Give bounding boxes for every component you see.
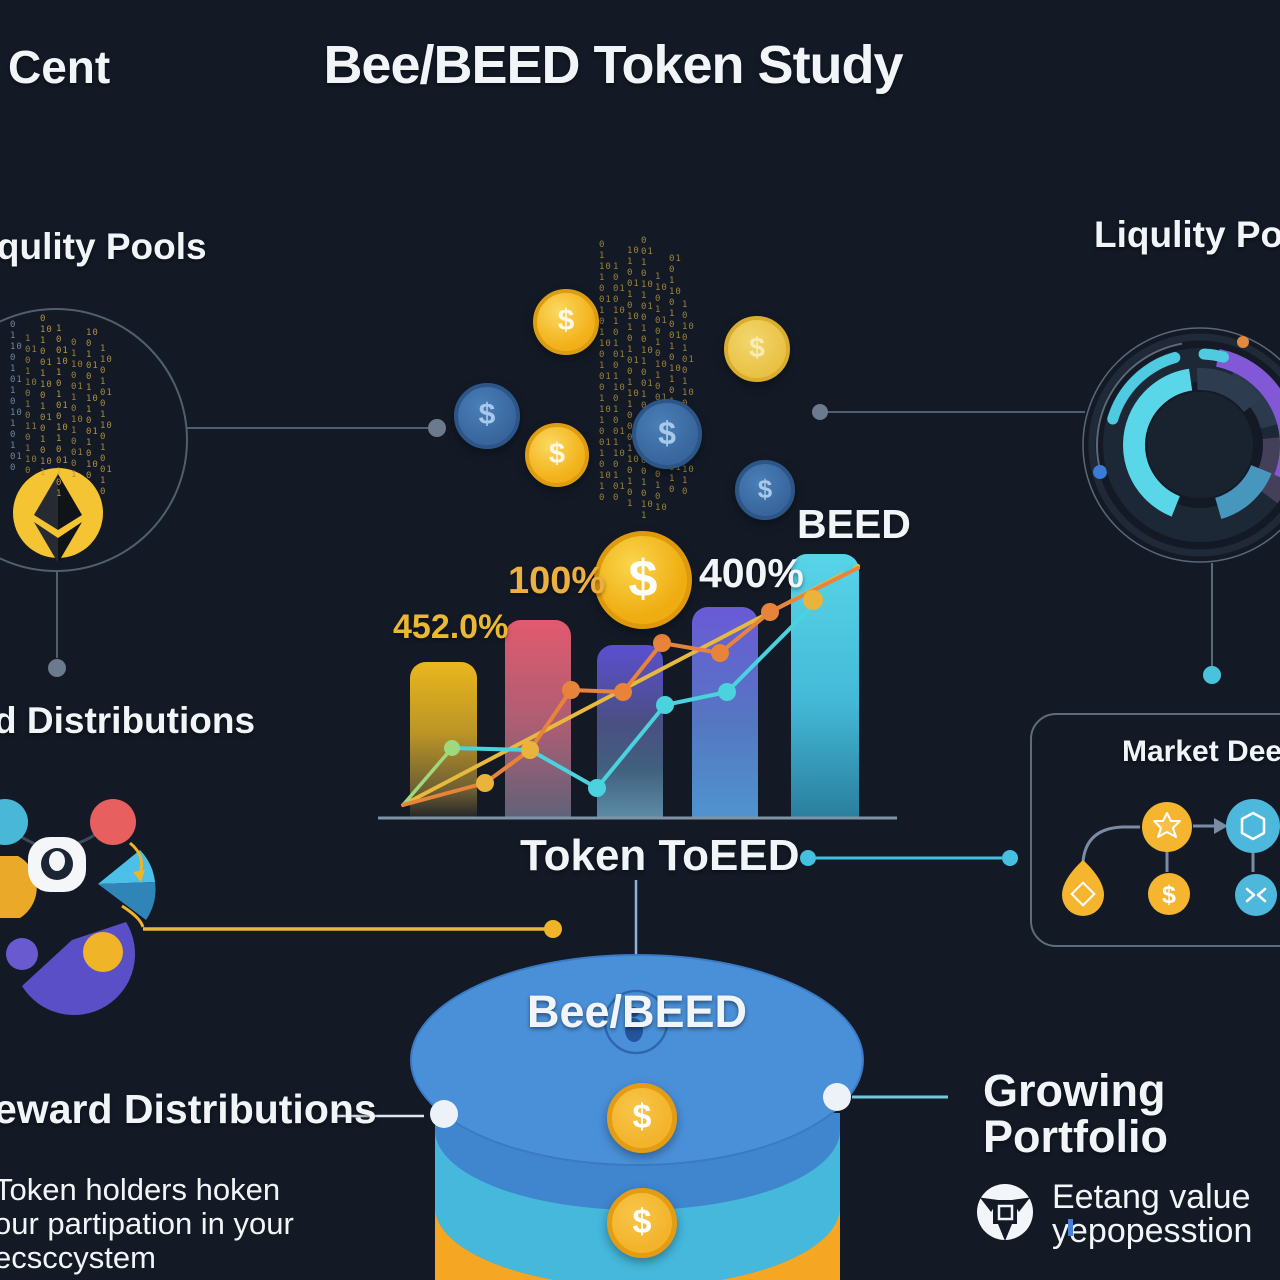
matrix-rain-column: 1 0 01 10 1 0 1 01 0 10 1 0 01 1 0 1 [56,324,69,499]
chart-bar [692,607,758,818]
white-anchor-dot [430,1100,458,1128]
chart-value-label: BEED [797,501,911,547]
reward-body-line: ecsccystem [0,1240,156,1275]
yellow-node [83,932,123,972]
chart-value-label: 100% [508,560,606,602]
right-pool-label: Liqulity Po [1094,214,1280,255]
dollar-coin: $ [724,316,790,382]
matrix-rain-column: 1 10 0 1 01 0 1 10 0 1 0 01 1 0 [100,344,113,497]
chart-bar [505,620,571,818]
trend-dot [761,603,779,621]
growing-portfolio-title: Growing [983,1065,1166,1116]
star-node-icon [1142,802,1192,852]
dollar-coin: $ [632,399,702,469]
dollar-coin: $ [454,383,520,449]
trend-dot [653,634,671,652]
growing-portfolio-subtext: yepopesstion [1052,1212,1253,1250]
dollar-glyph: $ [658,414,676,451]
reward-body-line: our partipation in your [0,1206,294,1241]
mid-left-distribution-label: d Distributions [0,700,256,741]
red-node [90,799,136,845]
hexagon-node-icon [1226,799,1280,853]
droplet-icon [1062,860,1104,916]
cyan-trend [450,564,854,790]
dollar-glyph: $ [478,398,496,431]
dollar-coin: $ [533,289,599,355]
yellow-connector-dot [544,920,562,938]
trend-dot [562,681,580,699]
dollar-coin: $ [594,531,692,629]
ethereum-icon [13,468,103,563]
chart-value-label: 452.0% [393,608,509,646]
dollar-coin: $ [607,1188,677,1258]
bee-sketch-icon [603,989,669,1055]
shutter-icon [977,1184,1033,1241]
chart-caption: Token ToEED [520,831,800,880]
left-pool-label: Liqulity Pools [0,226,207,267]
matrix-rain-column: 0 1 10 0 01 1 0 10 1 0 01 0 1 [71,338,84,480]
growing-portfolio-title: Portfolio [983,1111,1168,1162]
brand-label: Cent [8,41,111,93]
dollar-glyph: $ [628,550,658,608]
trend-dot [614,683,632,701]
dollar-node-icon [1148,873,1190,915]
small-purple-node [6,938,38,970]
trend-dot [444,740,460,756]
dollar-glyph: $ [632,1202,652,1241]
market-depth-panel [1030,713,1280,947]
matrix-rain-column: 0 1 10 1 0 01 1 0 1 10 0 1 01 0 1 10 1 0… [599,240,612,503]
trend-dot [476,774,494,792]
chart-bar [410,662,477,818]
market-panel-title: Market Deep [1122,735,1280,768]
connector-dot [48,659,66,677]
swap-arrows-icon [1235,874,1277,916]
dollar-glyph: $ [1162,881,1176,909]
left-pool-circle-group [0,308,446,677]
trend-dot [711,644,729,662]
blue-orbit-dot [1093,465,1107,479]
orange-orbit-dot [1237,336,1249,348]
cyan-connector-dot [1203,666,1221,684]
cylinder-label: Bee/BEED [526,986,748,1037]
network-distribution-icon [0,799,562,1016]
dollar-glyph: $ [548,437,566,470]
dollar-glyph: $ [632,1097,652,1136]
text-glitch-mark [1068,1219,1073,1236]
matrix-rain-column: 1 0 01 0 10 1 0 1 01 0 1 10 0 1 0 01 1 1… [613,262,626,503]
growing-portfolio-subtext: Eetang value [1052,1178,1251,1216]
reward-distributions-heading: eward Distributions [0,1086,377,1132]
matrix-rain-column: 0 10 1 0 01 1 10 0 1 01 0 1 0 10 1 [40,314,53,478]
trend-dot [656,696,674,714]
page-title: Bee/BEED Token Study [323,35,903,95]
dollar-glyph: $ [557,304,575,337]
cyan-node [0,799,28,845]
dollar-glyph: $ [757,473,773,504]
reward-body-line: Token holders hoken [0,1172,281,1207]
dollar-coin: $ [607,1083,677,1153]
trend-dot [521,741,539,759]
trend-dot [588,779,606,797]
chart-value-label: 400% [699,550,804,596]
connector-dot [428,419,446,437]
matrix-rain-column: 0 1 10 0 1 01 1 0 10 1 0 1 01 0 [10,320,23,473]
dollar-coin: $ [735,460,795,520]
dollar-glyph: $ [749,332,765,363]
market-panel-flow: $ [1062,799,1280,916]
white-anchor-dot [823,1083,851,1111]
matrix-rain-column: 10 0 1 01 0 1 10 1 0 01 1 0 10 0 [86,328,99,481]
trend-dot [718,683,736,701]
trend-dot [803,590,823,610]
center-right-connector [812,404,1085,420]
dollar-coin: $ [525,423,589,487]
matrix-rain-column: 1 01 0 1 10 0 1 0 11 0 1 10 0 [25,334,38,476]
